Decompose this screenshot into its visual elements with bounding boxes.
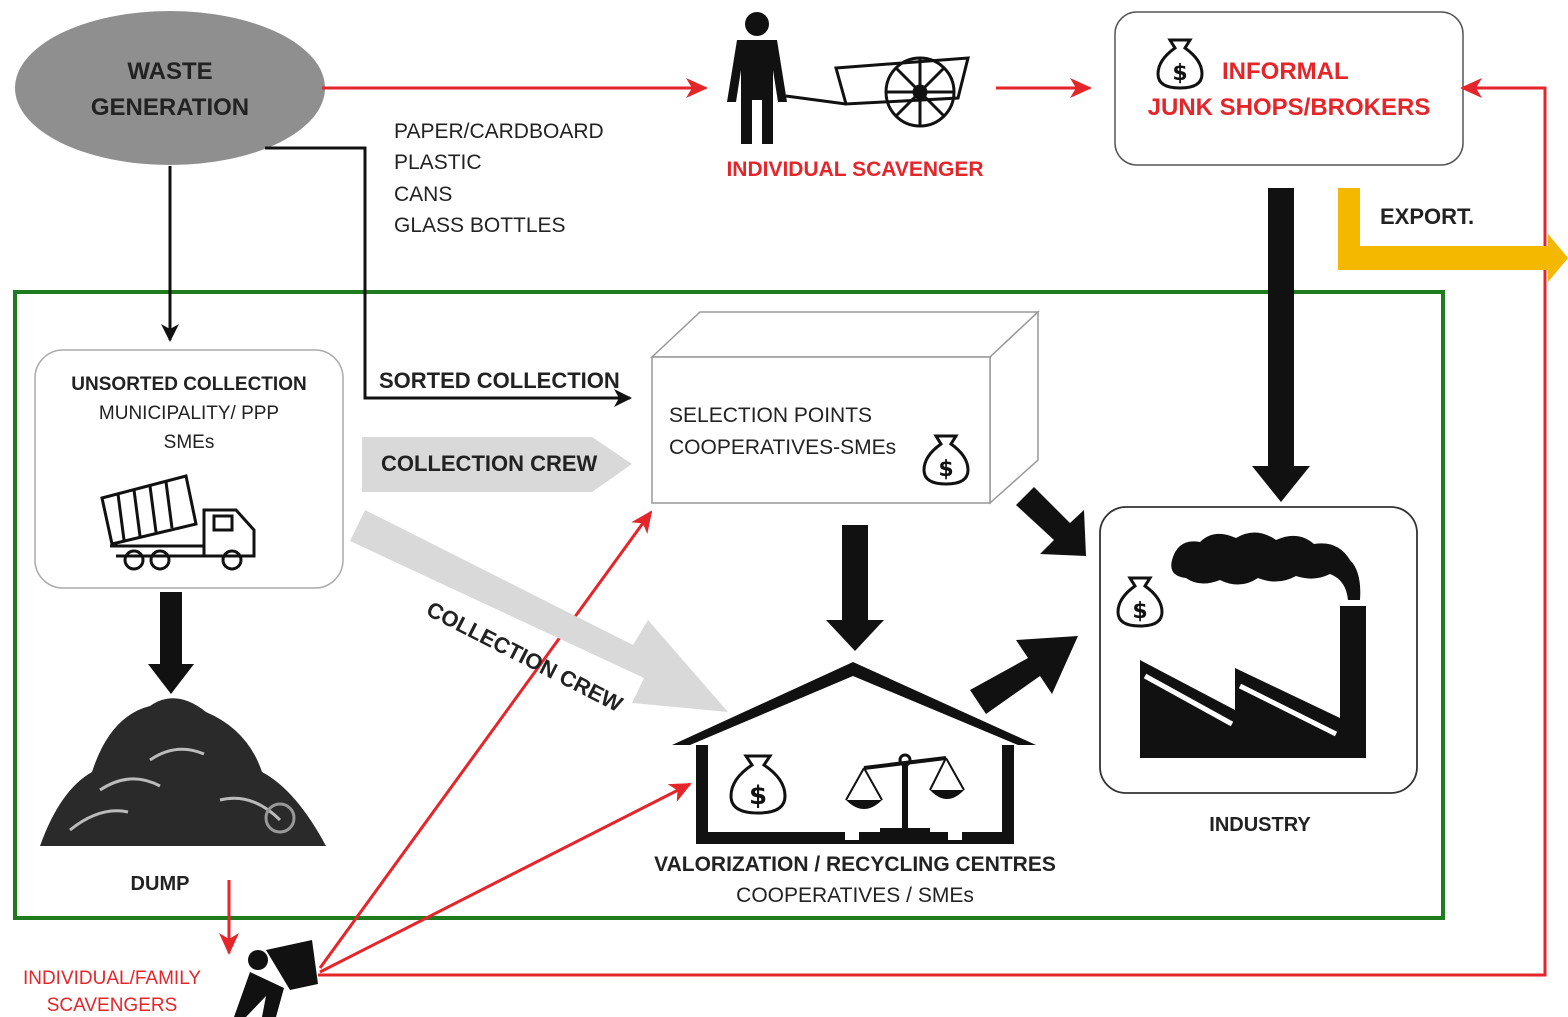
export-label: EXPORT. (1380, 204, 1475, 229)
money-bag-icon-selection: $ (922, 434, 970, 486)
collection-crew-arrow-1 (362, 437, 632, 492)
material-item: PLASTIC (394, 151, 482, 174)
money-bag-icon-industry: $ (1116, 576, 1164, 628)
money-bag-icon-informal: $ (1156, 38, 1204, 90)
cart-icon (785, 56, 970, 128)
system-boundary (13, 290, 1445, 920)
dump-pile-icon (40, 698, 326, 846)
unsorted-box (34, 349, 344, 589)
thick-arrow-selection-to-valorization (826, 525, 884, 651)
individual-scavenger-label: INDIVIDUAL SCAVENGER (726, 158, 984, 181)
arrow-sorted-collection (265, 146, 632, 407)
material-item: PAPER/CARDBOARD (394, 120, 604, 143)
informal-box (1114, 11, 1464, 166)
dump-label: DUMP (130, 873, 190, 895)
material-item: GLASS BOTTLES (394, 214, 566, 237)
unsorted-collection-line2: MUNICIPALITY/ PPP (98, 403, 280, 424)
selection-points-label-2: COOPERATIVES-SMEs (669, 436, 897, 459)
selection-points-label-1: SELECTION POINTS (669, 404, 873, 427)
valorization-subtitle: COOPERATIVES / SMEs (736, 884, 974, 907)
selection-box (650, 310, 1040, 505)
arrow-family-to-informal (318, 78, 1547, 977)
collection-crew-arrow-2 (350, 510, 728, 712)
scavenger-person-icon (727, 12, 787, 144)
family-scavengers-label-2: SCAVENGERS (46, 995, 178, 1016)
truck-icon (100, 474, 256, 571)
industry-label: INDUSTRY (1209, 814, 1311, 836)
arrow-family-to-valorization (319, 782, 692, 974)
valorization-title: VALORIZATION / RECYCLING CENTRES (654, 853, 1056, 876)
thick-arrow-selection-to-industry (1016, 487, 1086, 556)
informal-label-1: INFORMAL (1222, 58, 1349, 85)
svg-text:$: $ (1132, 599, 1147, 624)
unsorted-collection-line3: SMEs (163, 432, 215, 453)
waste-generation-ellipse (15, 11, 325, 165)
money-bag-icon-valorization: $ (729, 754, 787, 815)
family-scavengers-label-1: INDIVIDUAL/FAMILY (22, 968, 202, 989)
scale-icon (845, 753, 965, 834)
svg-text:$: $ (938, 457, 953, 482)
svg-text:$: $ (1172, 61, 1187, 86)
export-arrow (1338, 188, 1568, 282)
collection-crew-label-1: COLLECTION CREW (381, 451, 598, 476)
informal-label-2: JUNK SHOPS/BROKERS (1147, 94, 1431, 121)
unsorted-collection-title: UNSORTED COLLECTION (71, 374, 307, 395)
thick-arrow-unsorted-to-dump (148, 592, 194, 694)
sorted-collection-label: SORTED COLLECTION (379, 368, 620, 393)
family-scavenger-icon (234, 940, 318, 1017)
svg-text:$: $ (749, 781, 767, 811)
waste-generation-label-2: GENERATION (90, 94, 250, 121)
thick-arrow-valorization-to-industry (970, 636, 1078, 714)
factory-icon (1140, 532, 1366, 758)
valorization-house (672, 662, 1036, 844)
material-item: CANS (394, 183, 453, 206)
arrow-family-to-selection (318, 510, 653, 969)
waste-generation-label-1: WASTE (127, 58, 213, 85)
thick-arrow-informal-to-industry (1252, 188, 1310, 502)
